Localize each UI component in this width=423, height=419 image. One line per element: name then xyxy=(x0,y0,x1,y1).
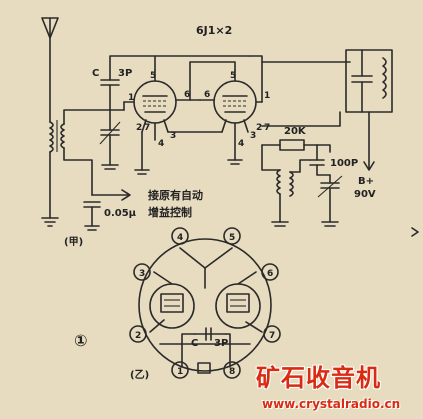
socket-diagram xyxy=(138,238,272,374)
socket-pin-label: 3 xyxy=(139,269,145,279)
part-a-label: (甲) xyxy=(64,236,83,248)
socket-pin-label: 7 xyxy=(269,331,275,341)
pin-label: 7 xyxy=(264,123,270,133)
agc-arrow xyxy=(91,189,131,201)
resistor-label: 20K xyxy=(284,126,307,137)
socket-pin-label: 5 xyxy=(229,233,235,243)
feedback-capacitor-top xyxy=(100,55,251,111)
cap-100p-label: 100P xyxy=(330,158,358,169)
margin-mark xyxy=(411,227,419,237)
socket-pin-label: 8 xyxy=(229,367,235,377)
figure-number: ① xyxy=(74,331,88,350)
pin-label: 4 xyxy=(238,139,244,149)
pin-label: 2 xyxy=(136,123,142,133)
pin-label: 6 xyxy=(184,90,190,100)
pin-label: 5 xyxy=(230,71,236,81)
tuning-capacitor xyxy=(99,109,121,170)
pin-label: 5 xyxy=(150,71,156,81)
voltage-label: 90V xyxy=(354,189,376,200)
tube-1 xyxy=(123,69,191,141)
part-b-label: (乙) xyxy=(130,369,149,381)
cap-c-label-top: C xyxy=(92,68,99,79)
pin-label: 6 xyxy=(204,90,210,100)
agc-label-line1: 接原有自动 xyxy=(148,188,203,202)
tube-title: 6J1×2 xyxy=(196,24,232,37)
capacitor-005 xyxy=(83,201,101,231)
screen-wire xyxy=(261,111,341,127)
pin-label: 3 xyxy=(250,131,256,141)
watermark-text: 矿石收音机 xyxy=(256,364,381,392)
pin-label: 4 xyxy=(158,139,164,149)
b-plus-label: B+ xyxy=(358,176,374,187)
socket-pin-label: 2 xyxy=(135,331,141,341)
pin-label: 1 xyxy=(264,91,270,101)
input-coil xyxy=(49,120,65,219)
pin-label: 1 xyxy=(128,93,134,103)
tube-link-top xyxy=(189,61,236,101)
socket-pin-label: 6 xyxy=(267,269,273,279)
tube-2 xyxy=(199,69,263,161)
agc-label-line2: 增益控制 xyxy=(148,205,192,219)
socket-pins xyxy=(129,227,281,379)
socket-pin-label: 1 xyxy=(177,367,183,377)
cap-005-label: 0.05μ xyxy=(104,208,137,219)
b-plus-arrow xyxy=(363,161,375,171)
resistor-20k xyxy=(261,139,331,153)
cap-3p-label-top: 3P xyxy=(118,68,132,79)
capacitor-100p xyxy=(309,144,331,176)
plate-wire xyxy=(249,55,263,103)
agc-wire xyxy=(63,147,93,196)
antenna-symbol xyxy=(41,17,59,123)
pin-label: 7 xyxy=(144,123,150,133)
pin-label: 3 xyxy=(170,131,176,141)
watermark-url: www.crystalradio.cn xyxy=(262,397,401,411)
oscillator-coil xyxy=(261,144,311,227)
socket-pin-label: 4 xyxy=(177,233,183,243)
grid-wire xyxy=(63,109,125,125)
output-tank xyxy=(345,49,393,113)
ground-symbol xyxy=(41,217,59,227)
pin-label: 2 xyxy=(256,123,262,133)
cap-3p-label-bottom: 3P xyxy=(214,338,228,349)
variable-capacitor-right xyxy=(317,174,343,227)
cap-c-label-bottom: C xyxy=(191,338,198,349)
